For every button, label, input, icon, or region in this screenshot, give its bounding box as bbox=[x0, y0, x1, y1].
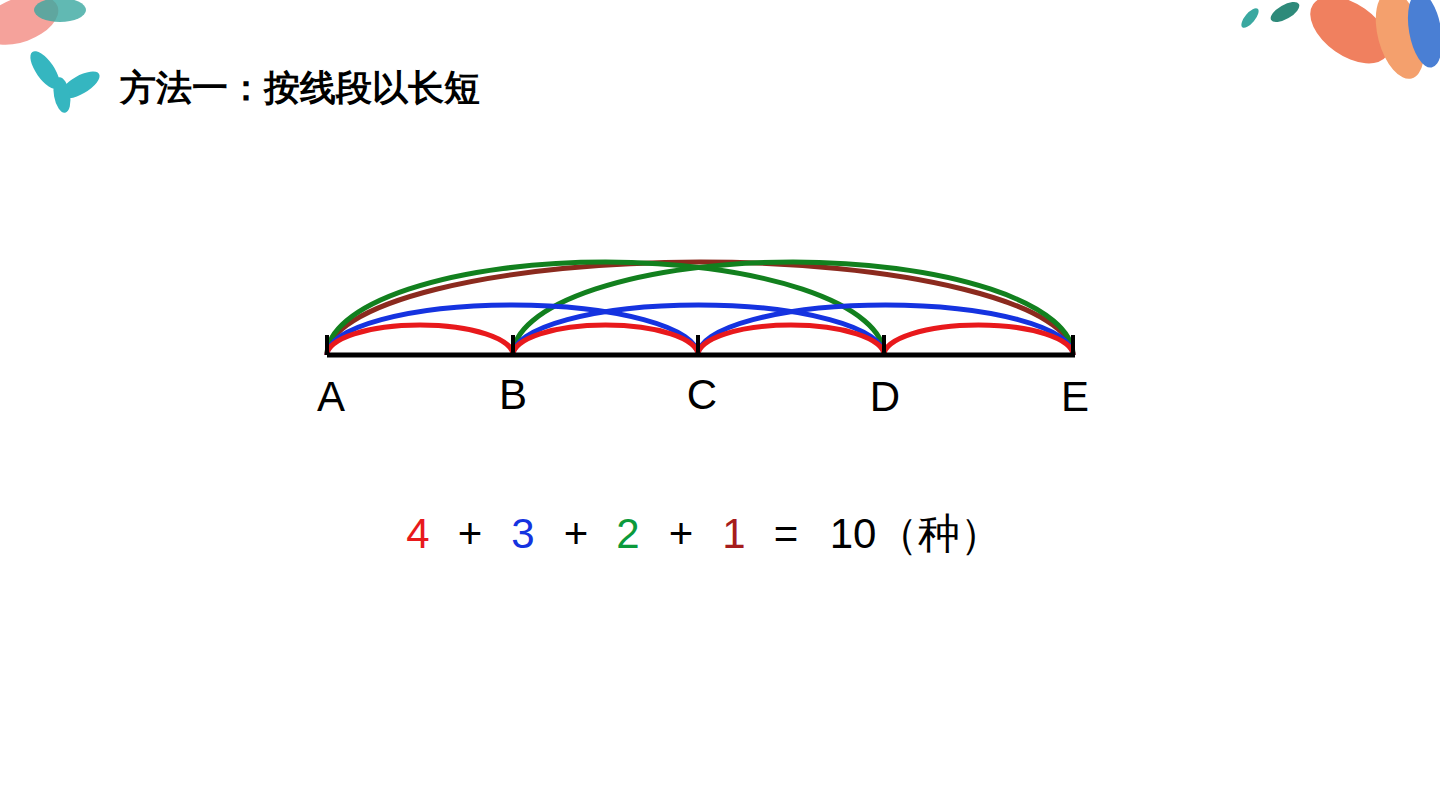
tick-mark bbox=[1071, 335, 1075, 355]
result: 10（种） bbox=[830, 513, 1003, 555]
point-label: B bbox=[499, 374, 527, 416]
point-label: E bbox=[1061, 376, 1089, 418]
tick-mark bbox=[882, 335, 886, 355]
segment-arc bbox=[327, 325, 513, 355]
corner-decoration bbox=[0, 0, 1440, 114]
tick-mark bbox=[325, 335, 329, 355]
addend: 2 bbox=[616, 513, 639, 555]
segment-arcs bbox=[327, 262, 1073, 355]
segment-arc bbox=[327, 305, 698, 355]
segment-arc bbox=[698, 305, 1073, 355]
segment-arc bbox=[513, 325, 698, 355]
segment-arc bbox=[698, 325, 884, 355]
addend: 1 bbox=[722, 513, 745, 555]
tick-mark bbox=[696, 335, 700, 355]
tick-mark bbox=[511, 335, 515, 355]
operator: + bbox=[564, 513, 589, 555]
point-label: C bbox=[687, 374, 717, 416]
point-label: D bbox=[870, 376, 900, 418]
segment-arc bbox=[513, 305, 884, 355]
point-ticks bbox=[327, 335, 1073, 355]
addend: 3 bbox=[511, 513, 534, 555]
line-segment bbox=[327, 353, 1075, 358]
operator: + bbox=[669, 513, 694, 555]
addend: 4 bbox=[406, 513, 429, 555]
segment-arc bbox=[327, 262, 1073, 355]
point-label: A bbox=[317, 376, 345, 418]
slide-title: 方法一：按线段以长短 bbox=[120, 70, 480, 106]
segment-arc bbox=[884, 325, 1073, 355]
operator: + bbox=[458, 513, 483, 555]
operator: = bbox=[774, 513, 799, 555]
